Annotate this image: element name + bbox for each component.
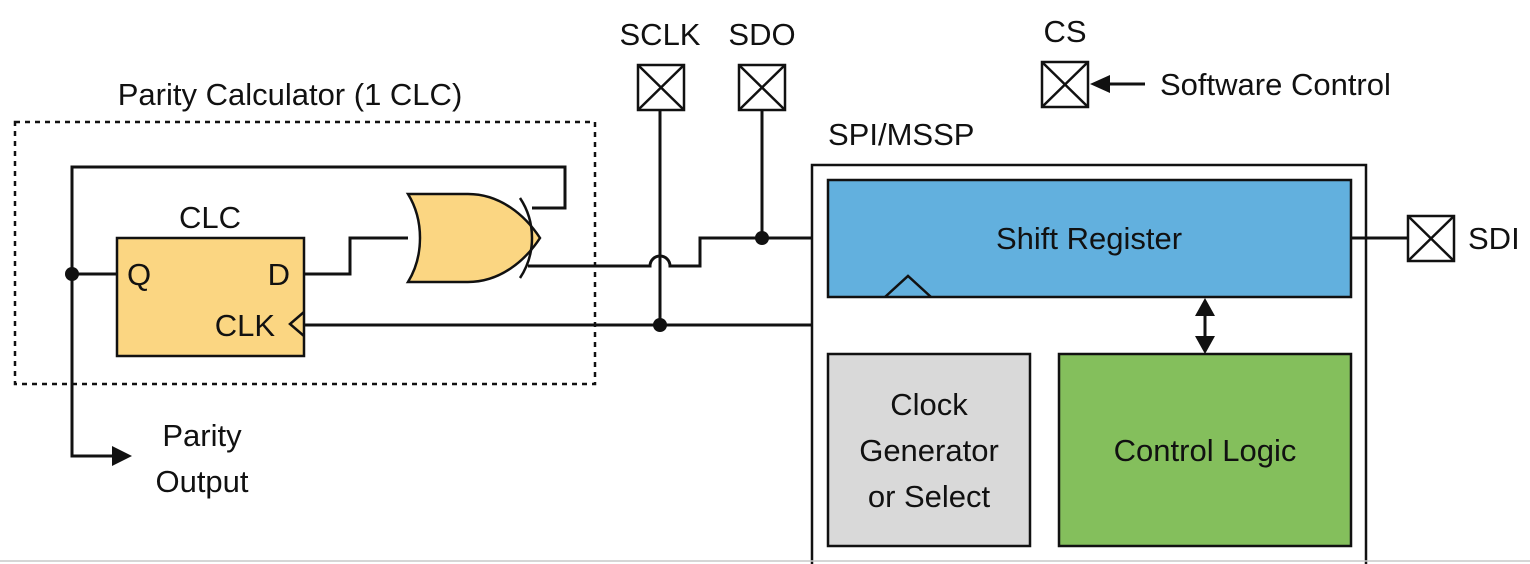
feedback-loop-wire <box>70 165 567 274</box>
clock-generator-label-1: Clock <box>890 387 968 422</box>
control-logic-block <box>1057 352 1353 548</box>
shift-register-label: Shift Register <box>996 221 1182 256</box>
bidirectional-arrow-down-icon <box>1195 336 1215 354</box>
xor-gate-inner-curve <box>518 197 534 279</box>
clc-clk-label: CLK <box>215 308 276 343</box>
sdi-pin-icon <box>1406 214 1456 263</box>
software-control-arrow-icon <box>1090 75 1110 93</box>
clc-d-label: D <box>268 257 290 292</box>
sdo-pin-icon <box>737 63 787 112</box>
bidirectional-arrow-up-icon <box>1195 298 1215 316</box>
xor-gate-icon <box>405 192 542 284</box>
parity-output-arrow-icon <box>112 446 132 466</box>
sdo-junction-dot <box>755 231 769 245</box>
shift-register-block <box>826 178 1353 299</box>
sclk-pin-icon <box>636 63 686 112</box>
clock-generator-label-3: or Select <box>868 479 991 514</box>
clc-title: CLC <box>179 200 241 235</box>
spi-mssp-label: SPI/MSSP <box>828 117 974 152</box>
sclk-label: SCLK <box>620 17 701 52</box>
control-logic-label: Control Logic <box>1114 433 1297 468</box>
parity-calculator-boundary <box>13 120 597 386</box>
cs-label: CS <box>1043 14 1086 49</box>
sdo-label: SDO <box>728 17 795 52</box>
shift-register-clock-triangle-icon <box>884 274 932 298</box>
clc-clock-triangle-icon <box>288 311 305 337</box>
cs-pin-icon <box>1040 60 1090 109</box>
parity-output-wire <box>70 274 115 458</box>
software-control-label: Software Control <box>1160 67 1391 102</box>
clock-generator-label-2: Generator <box>859 433 999 468</box>
xor-to-d-wire <box>304 236 408 276</box>
clc-q-label: Q <box>127 257 151 292</box>
parity-output-label-1: Parity <box>162 418 242 453</box>
clc-block <box>115 236 306 358</box>
sdi-label: SDI <box>1468 221 1520 256</box>
clock-generator-block <box>826 352 1032 548</box>
sdo-to-xor-wire <box>528 236 762 268</box>
parity-calculator-label: Parity Calculator (1 CLC) <box>118 77 463 112</box>
parity-output-label-2: Output <box>155 464 248 499</box>
